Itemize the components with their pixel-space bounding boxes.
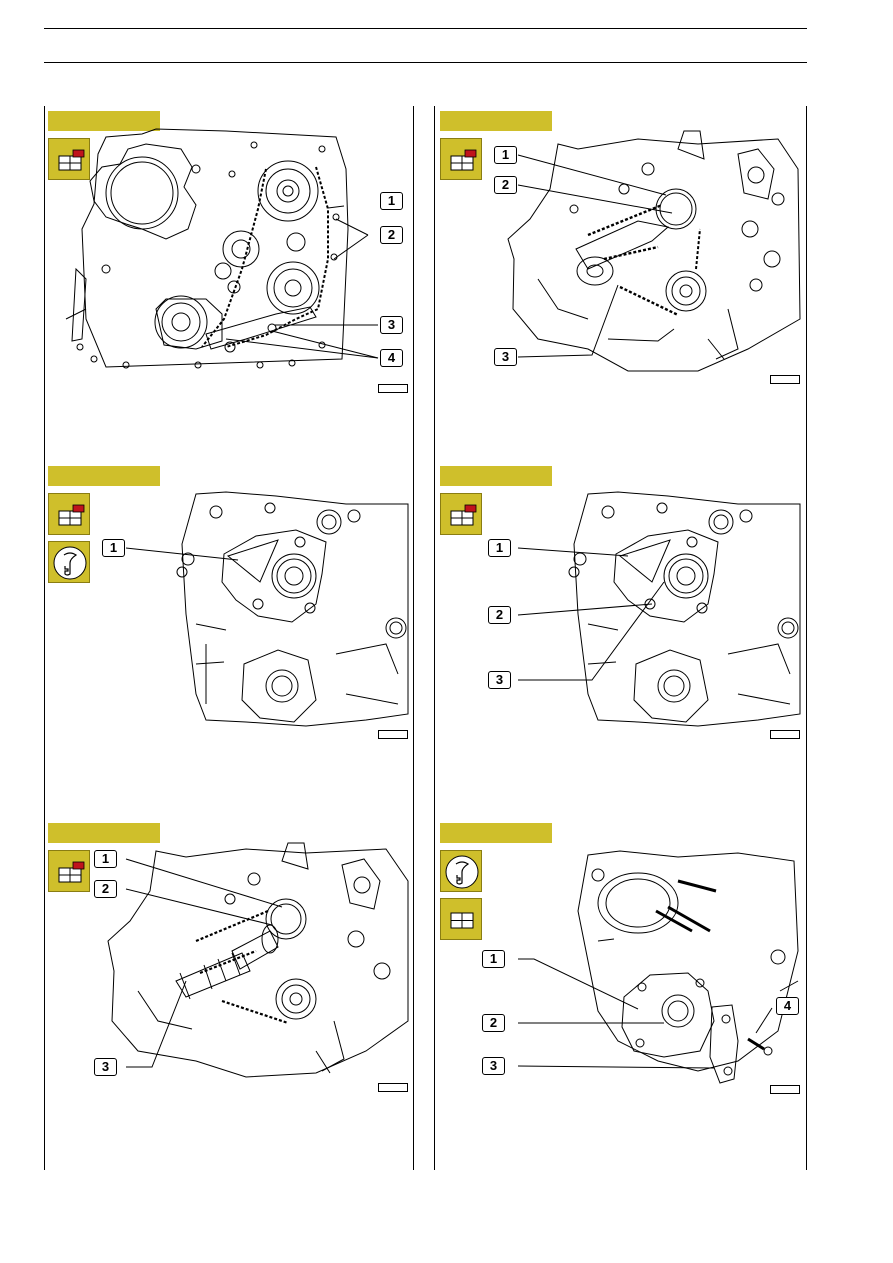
callout-1: 1: [94, 850, 117, 868]
callout-3: 3: [482, 1057, 505, 1075]
assembly-icon: [440, 898, 482, 940]
callout-2: 2: [488, 606, 511, 624]
disassembly-icon: [48, 493, 90, 535]
camshaft-chain-drawing: [507, 130, 801, 372]
column-divider-left: [44, 106, 45, 1170]
column-divider-right: [806, 106, 807, 1170]
callout-3: 3: [494, 348, 517, 366]
tool-icon: [440, 850, 482, 892]
callout-2: 2: [482, 1014, 505, 1032]
callout-3: 3: [380, 316, 403, 334]
figure-reference-box: [770, 1085, 800, 1094]
callout-4: 4: [380, 349, 403, 367]
header-rule-bottom: [44, 62, 807, 63]
callout-4: 4: [776, 997, 799, 1015]
figure-reference-box: [378, 730, 408, 739]
callout-1: 1: [494, 146, 517, 164]
callout-3: 3: [94, 1058, 117, 1076]
figure-reference-box: [378, 384, 408, 393]
figure-number-tab: [48, 111, 160, 131]
tool-icon: [48, 541, 90, 583]
figure-reference-box: [378, 1083, 408, 1092]
figure-number-tab: [48, 823, 160, 843]
callout-2: 2: [494, 176, 517, 194]
column-divider-center-a: [413, 106, 414, 1170]
timing-chain-drawing: [65, 128, 379, 369]
callout-1: 1: [482, 950, 505, 968]
figure-panel-6: 1 2 3 4: [438, 821, 804, 1131]
figure-reference-box: [770, 375, 800, 384]
figure-reference-box: [770, 730, 800, 739]
disassembly-icon: [440, 138, 482, 180]
figure-number-tab: [440, 823, 552, 843]
header-rule-top: [44, 28, 807, 29]
figure-number-tab: [440, 466, 552, 486]
figure-panel-3: 1: [46, 464, 412, 774]
oil-pump-bolts-drawing: [517, 491, 801, 727]
figure-panel-1: 1 2 3 4: [46, 109, 412, 419]
callout-2: 2: [94, 880, 117, 898]
callout-1: 1: [380, 192, 403, 210]
disassembly-icon: [48, 850, 90, 892]
figure-panel-4: 1 2 3: [438, 464, 804, 774]
figure-number-tab: [440, 111, 552, 131]
oil-pump-drawing: [125, 491, 409, 727]
disassembly-icon: [440, 493, 482, 535]
column-divider-center-b: [434, 106, 435, 1170]
camshaft-tool-drawing: [107, 842, 409, 1078]
callout-1: 1: [102, 539, 125, 557]
figure-panel-5: 1 2 3: [46, 821, 412, 1131]
disassembly-icon: [48, 138, 90, 180]
figure-panel-2: 1 2 3: [438, 109, 804, 419]
callout-2: 2: [380, 226, 403, 244]
oil-pump-install-drawing: [517, 850, 799, 1084]
callout-3: 3: [488, 671, 511, 689]
callout-1: 1: [488, 539, 511, 557]
figure-number-tab: [48, 466, 160, 486]
